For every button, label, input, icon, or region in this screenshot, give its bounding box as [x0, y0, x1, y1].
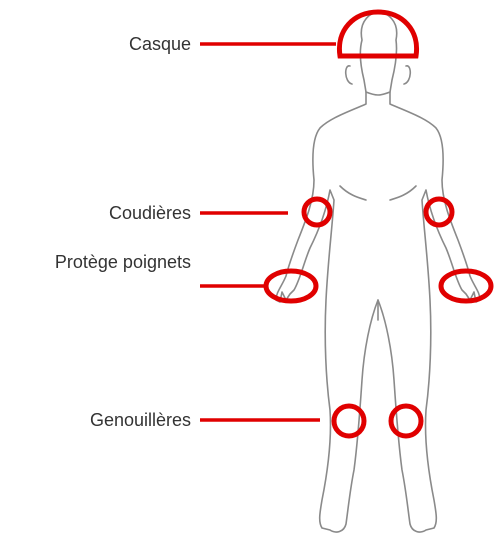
pointer-lines — [200, 44, 336, 420]
right-ear-outline — [404, 66, 410, 84]
left-wrist-marker — [266, 271, 316, 301]
highlight-markers — [266, 12, 491, 436]
left-ear-outline — [346, 66, 352, 84]
right-wrist-marker — [441, 271, 491, 301]
chest-line — [340, 186, 366, 200]
chest-line-right — [390, 186, 416, 200]
right-knee-marker — [391, 406, 421, 436]
helmet-marker — [339, 12, 416, 56]
